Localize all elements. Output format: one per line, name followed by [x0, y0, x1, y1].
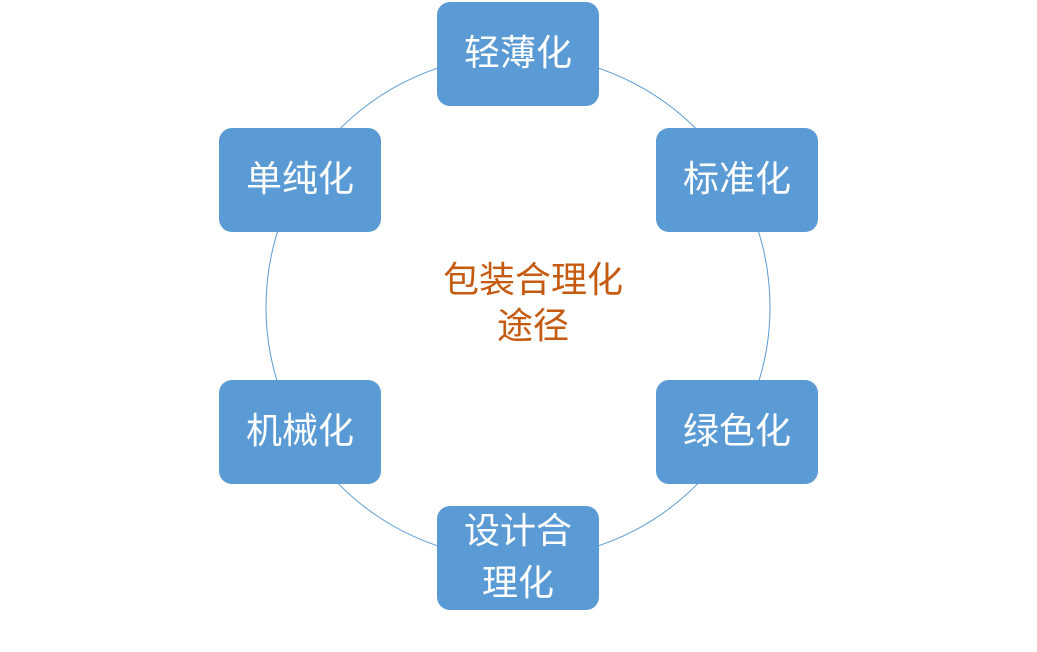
node-upper-left: 单纯化: [219, 128, 381, 232]
node-top: 轻薄化: [437, 2, 599, 106]
center-title-line1: 包装合理化: [442, 260, 623, 301]
node-lower-left: 机械化: [219, 380, 381, 484]
node-lower-right-label: 绿色化: [682, 411, 791, 452]
node-top-label: 轻薄化: [463, 33, 572, 74]
node-lower-right: 绿色化: [656, 380, 818, 484]
node-upper-right: 标准化: [656, 128, 818, 232]
node-upper-right-label: 标准化: [682, 159, 791, 200]
node-lower-left-label: 机械化: [245, 411, 354, 452]
node-bottom: 设计合理化: [437, 506, 599, 610]
node-upper-left-label: 单纯化: [245, 159, 354, 200]
node-bottom-label: 设计合理化: [463, 511, 572, 604]
center-title-line2: 途径: [496, 306, 569, 347]
center-title: 包装合理化 途径: [418, 258, 648, 350]
